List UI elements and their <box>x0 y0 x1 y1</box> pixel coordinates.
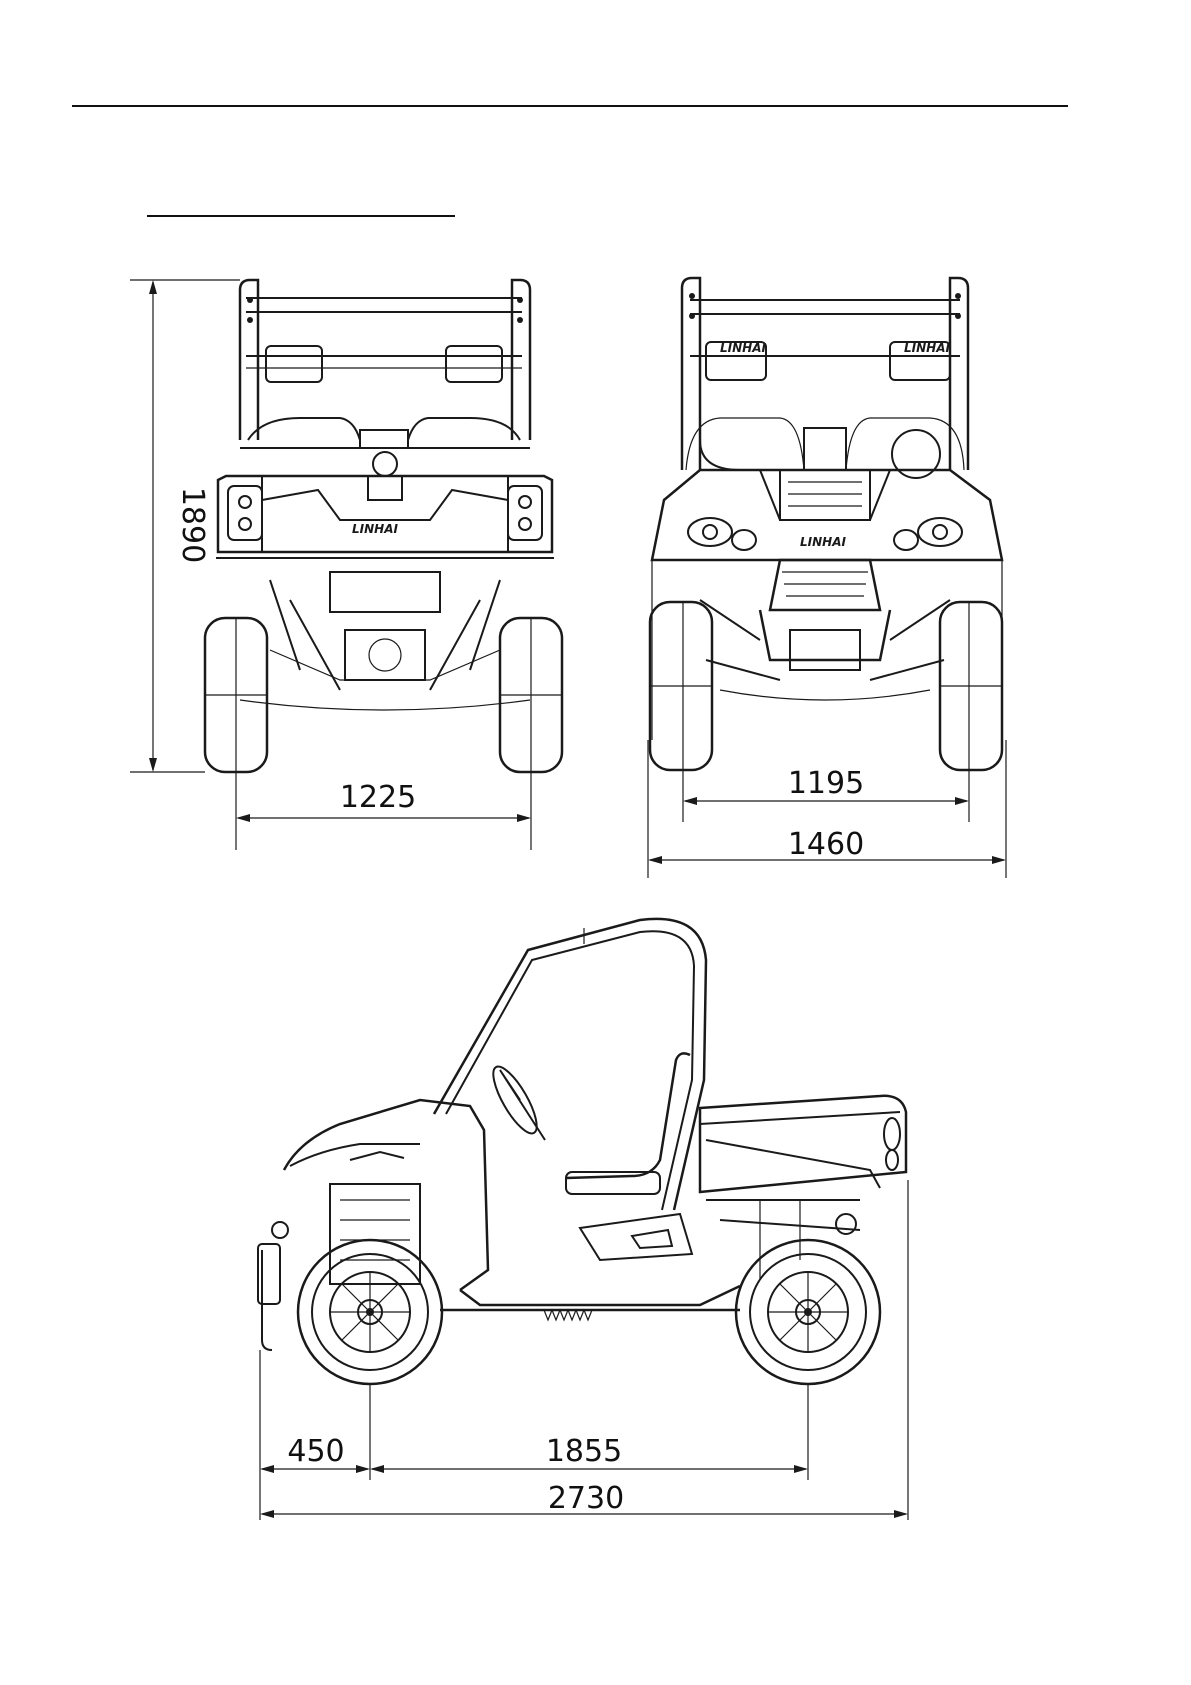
rear-wheel <box>736 1240 880 1384</box>
overall-length-label: 2730 <box>548 1481 624 1516</box>
dimension-overall-height: 1890 <box>130 280 240 772</box>
dimension-front-overhang: 450 <box>260 1350 370 1520</box>
rear-track-label: 1225 <box>340 780 416 815</box>
dimension-rear-track: 1225 <box>236 772 531 850</box>
wheelbase-label: 1855 <box>546 1434 622 1469</box>
dimension-overall-width: 1460 <box>648 740 1006 878</box>
front-track-label: 1195 <box>788 766 864 801</box>
rear-view-drawing: LINHAI <box>205 280 562 772</box>
front-wheel <box>298 1240 442 1384</box>
side-view-drawing <box>258 919 906 1384</box>
rear-logo: LINHAI <box>352 522 398 536</box>
dimension-front-track: 1195 <box>683 766 969 822</box>
front-view-drawing: LINHAI LINHAI LINHAI <box>650 278 1002 770</box>
front-logo: LINHAI <box>800 535 846 549</box>
front-overhang-label: 450 <box>287 1434 344 1469</box>
dimension-wheelbase: 1855 <box>370 1384 808 1480</box>
mirror-label-left: LINHAI <box>720 341 766 355</box>
overall-width-label: 1460 <box>788 827 864 862</box>
overall-height-label: 1890 <box>175 487 210 563</box>
mirror-label-right: LINHAI <box>904 341 950 355</box>
